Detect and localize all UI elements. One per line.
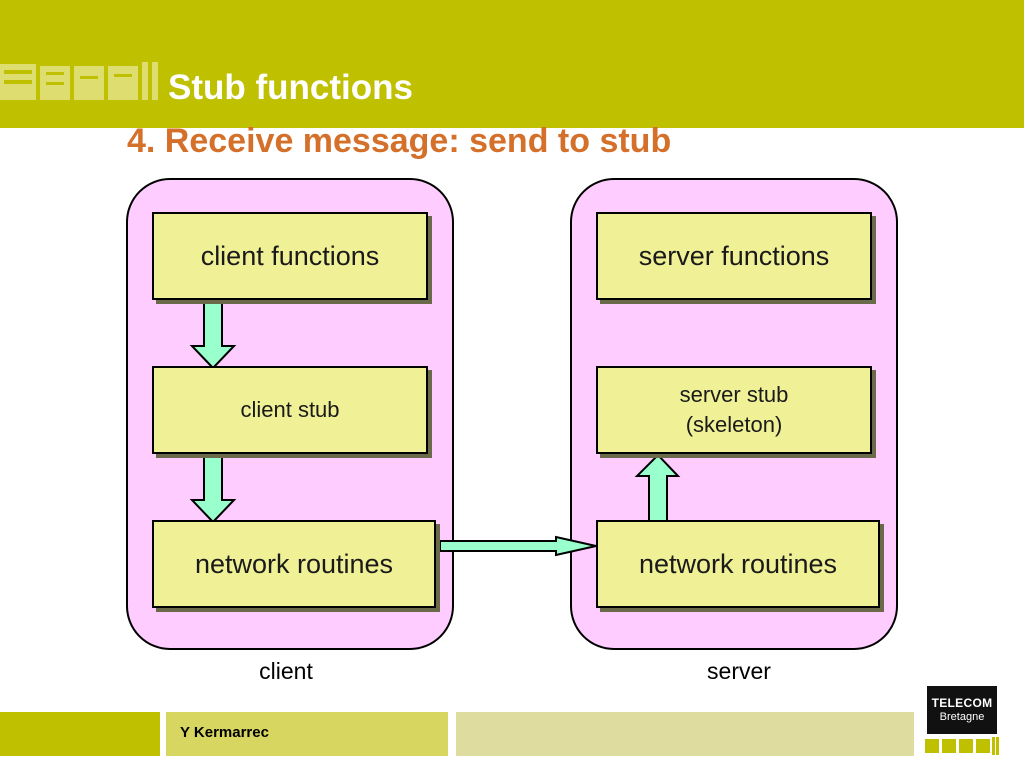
client-functions-box: client functions (152, 212, 428, 300)
server-label: server (707, 658, 771, 684)
client-stub-box: client stub (152, 366, 428, 454)
slide-subtitle: 4. Receive message: send to stub (127, 122, 672, 160)
server-network-box: network routines (596, 520, 880, 608)
footer-bar-middle (166, 712, 448, 756)
footer-author: Y Kermarrec (180, 724, 269, 741)
brand-glyph-mark (925, 737, 999, 755)
slide-title: Stub functions (168, 68, 413, 107)
brand-region: Bretagne (939, 711, 985, 723)
brand-name: TELECOM (931, 696, 993, 710)
institution-logo (0, 62, 158, 100)
client-label: client (259, 658, 313, 684)
footer-bar-right (456, 712, 914, 756)
server-stub-sublabel: (skeleton) (685, 412, 783, 437)
arrow-network-to-stub (634, 453, 681, 523)
arrow-stub-to-network (189, 454, 237, 524)
telecom-bretagne-logo: TELECOM Bretagne (927, 686, 997, 734)
client-network-box: network routines (152, 520, 436, 608)
arrow-functions-to-stub (189, 301, 237, 370)
server-stub-label: server stub (679, 382, 789, 407)
server-functions-box: server functions (596, 212, 872, 300)
footer-bar-left (0, 712, 160, 756)
server-stub-box: server stub (skeleton) (596, 366, 872, 454)
header-band (0, 0, 1024, 128)
arrow-client-to-server (439, 535, 597, 557)
